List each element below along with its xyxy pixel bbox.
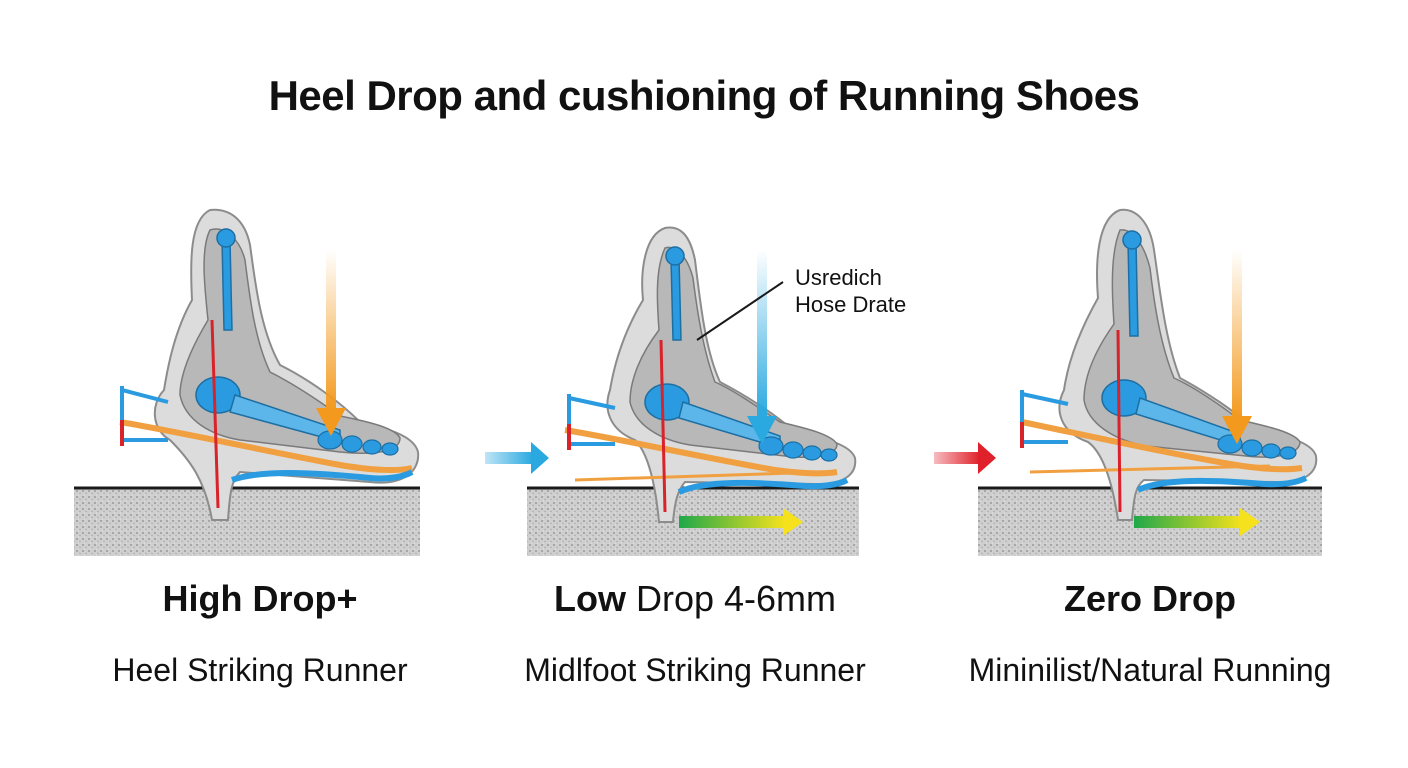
propulsion-arrow-shaft bbox=[679, 516, 785, 528]
load-arrow-head-icon bbox=[1222, 416, 1252, 444]
panel-heading: Low Drop 4-6mm bbox=[475, 578, 915, 620]
impact-force-line bbox=[210, 319, 220, 509]
page-title: Heel Drop and cushioning of Running Shoe… bbox=[268, 72, 1140, 119]
load-arrow-head-icon bbox=[747, 416, 777, 444]
panel-high-drop: High Drop+ Heel Striking Runner bbox=[40, 0, 480, 768]
outsole-cushion bbox=[677, 477, 849, 495]
heading-rest: Drop 4-6mm bbox=[625, 578, 837, 619]
callout-line-2: Hose Drate bbox=[795, 292, 907, 317]
foot-diagram-high-drop bbox=[74, 208, 420, 556]
heading-strong: High Drop+ bbox=[162, 578, 358, 619]
callout-label: Usredich Hose Drate bbox=[795, 264, 906, 318]
heading-strong: Low bbox=[553, 578, 626, 619]
midsole-cushion bbox=[119, 419, 413, 474]
outsole-cushion bbox=[1136, 475, 1308, 493]
tibia-head-icon bbox=[216, 228, 236, 248]
tibia-bone bbox=[1127, 241, 1139, 337]
stride-line bbox=[574, 470, 826, 482]
incoming-arrow-head-icon bbox=[978, 442, 996, 474]
stride-line bbox=[1029, 464, 1271, 474]
incoming-arrow-head-icon bbox=[531, 442, 549, 474]
panel-low-drop: Usredich Hose Drate Low Drop 4-6mm Midlf… bbox=[475, 0, 915, 768]
foot-diagram-zero-drop bbox=[934, 208, 1322, 556]
toe-bones bbox=[758, 436, 838, 462]
load-arrow-shaft bbox=[1232, 250, 1242, 418]
propulsion-arrow-shaft bbox=[1134, 516, 1242, 528]
ground-surface bbox=[74, 488, 420, 556]
panel-heading: Zero Drop bbox=[930, 578, 1370, 620]
heading-strong: Zero Drop bbox=[1063, 578, 1236, 619]
ankle-bone bbox=[644, 383, 690, 421]
callout-line-1: Usredich bbox=[795, 265, 882, 290]
panel-subtitle: Mininilist/Natural Running bbox=[968, 652, 1332, 688]
panel-heading: High Drop+ bbox=[40, 578, 480, 620]
panel-subtitle: Heel Striking Runner bbox=[112, 652, 408, 688]
tibia-bone bbox=[221, 239, 233, 331]
tibia-head-icon bbox=[665, 246, 685, 266]
incoming-arrow-shaft bbox=[934, 452, 980, 464]
ankle-bone bbox=[1101, 379, 1147, 417]
tibia-bone bbox=[670, 257, 682, 341]
panel-zero-drop: Zero Drop Mininilist/Natural Running bbox=[930, 0, 1370, 768]
load-arrow-shaft bbox=[757, 250, 767, 418]
toe-bones bbox=[317, 430, 399, 456]
tibia-head-icon bbox=[1122, 230, 1142, 250]
panel-subtitle: Midlfoot Striking Runner bbox=[524, 652, 866, 688]
foot-diagram-low-drop bbox=[485, 226, 859, 556]
propulsion-arrow-head-icon bbox=[1240, 508, 1260, 536]
ankle-bone bbox=[195, 376, 241, 414]
load-arrow-head-icon bbox=[316, 408, 346, 436]
load-arrow-shaft bbox=[326, 250, 336, 410]
callout-leader-line bbox=[696, 281, 784, 341]
outsole-cushion bbox=[230, 469, 414, 483]
midsole-cushion bbox=[1021, 419, 1303, 473]
propulsion-arrow-head-icon bbox=[783, 508, 803, 536]
impact-force-line bbox=[659, 339, 667, 513]
impact-force-line bbox=[1116, 329, 1122, 513]
incoming-arrow-shaft bbox=[485, 452, 533, 464]
